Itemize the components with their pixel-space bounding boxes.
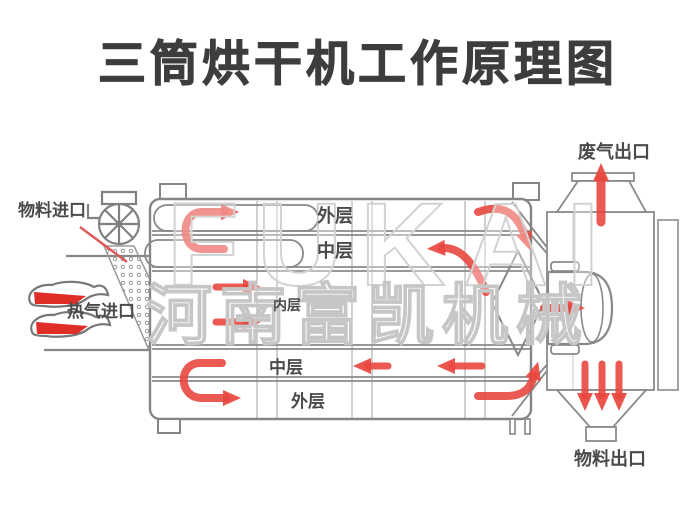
label-middle-layer-bottom: 中层 bbox=[269, 357, 303, 377]
feed-wheel-icon bbox=[97, 202, 141, 246]
label-middle-layer-top: 中层 bbox=[317, 240, 353, 261]
page-title: 三筒烘干机工作原理图 bbox=[98, 38, 618, 91]
flow-arrows bbox=[179, 163, 627, 411]
label-outer-layer-top: 外层 bbox=[317, 205, 353, 226]
label-material-outlet: 物料出口 bbox=[574, 448, 646, 469]
cone-diamond bbox=[490, 248, 546, 358]
funnel-spout bbox=[585, 426, 617, 442]
material-inlet-pointer bbox=[79, 225, 128, 264]
flow-arrow bbox=[427, 239, 490, 296]
flow-arrow bbox=[474, 204, 532, 251]
drum-leg bbox=[157, 418, 181, 434]
flow-arrow bbox=[181, 204, 239, 253]
drum-leg bbox=[509, 418, 516, 435]
drum-leg bbox=[524, 418, 531, 435]
watermark-brand-cn: 河南富凯机械 bbox=[146, 278, 590, 352]
label-exhaust-gas-outlet: 废气出口 bbox=[578, 141, 650, 162]
feeder-cap bbox=[100, 190, 138, 206]
label-material-inlet: 物料进口 bbox=[18, 200, 86, 220]
feeder-bracket bbox=[86, 204, 102, 220]
flame-icon bbox=[30, 310, 112, 338]
watermark-brand-latin: FUKAI bbox=[167, 179, 618, 311]
flow-arrow bbox=[179, 359, 241, 406]
flow-arrow bbox=[474, 361, 541, 400]
label-hot-air-inlet: 热气进口 bbox=[67, 301, 135, 321]
label-inner-layer: 内层 bbox=[273, 297, 301, 313]
flame-icon bbox=[28, 280, 110, 308]
label-outer-layer-bottom: 外层 bbox=[291, 391, 325, 411]
